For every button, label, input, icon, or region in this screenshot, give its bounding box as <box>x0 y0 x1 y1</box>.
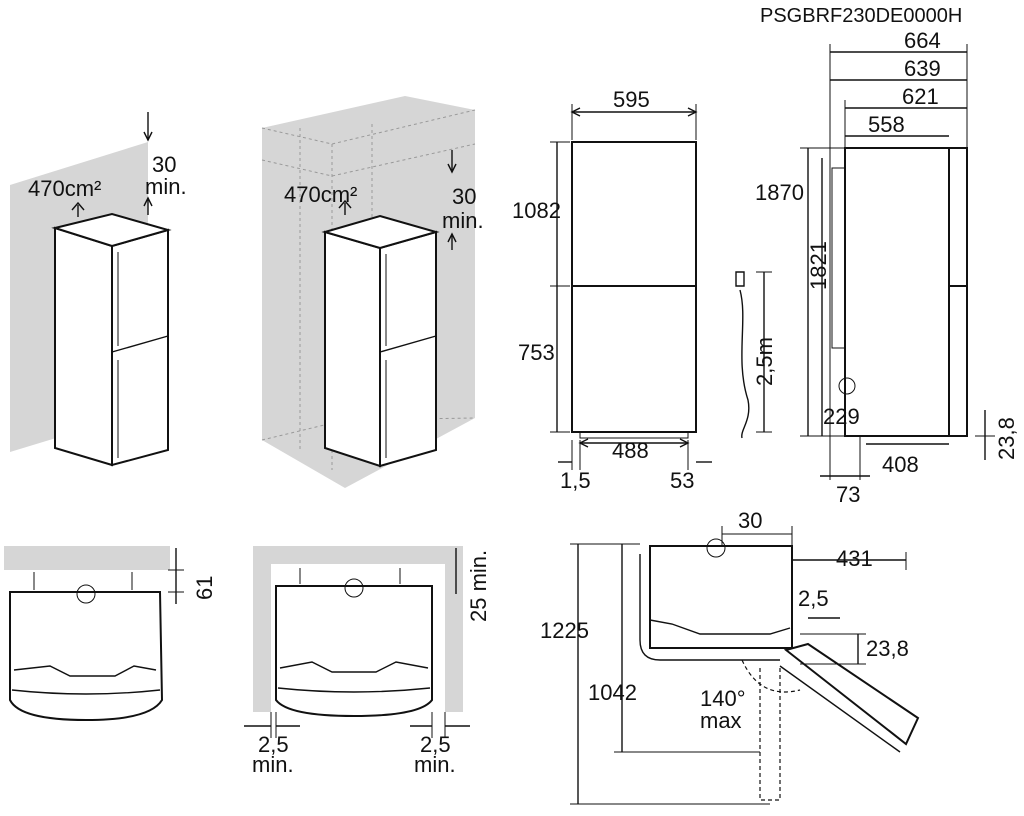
side-depth-558: 558 <box>868 112 905 137</box>
swing-plug-icon <box>706 538 726 558</box>
niche-left-wall <box>253 546 271 712</box>
niche-right-gap: 2,5 <box>420 732 451 757</box>
side-plug-icon <box>838 377 856 395</box>
front-right-offset: 53 <box>670 468 694 493</box>
niche-left-min: min. <box>252 752 294 777</box>
iso-niche-view: 470cm² 30 min. <box>261 96 484 488</box>
swing-total-1225: 1225 <box>540 618 589 643</box>
side-rear-condenser <box>831 167 846 349</box>
swing-width-431: 431 <box>836 546 873 571</box>
swing-angle-max: max <box>700 708 742 733</box>
swing-door-open <box>783 642 920 746</box>
top-left-body <box>9 591 164 722</box>
front-left-offset: 1,5 <box>560 468 591 493</box>
niche-top-wall <box>253 546 463 564</box>
iso-niche-gap-min: min. <box>442 208 484 233</box>
side-foot-height: 23,8 <box>994 417 1019 460</box>
front-width: 595 <box>613 87 650 112</box>
fridge-top <box>51 212 172 248</box>
iso-freestanding-view: 470cm² 30 min. <box>10 112 187 467</box>
fridge-side <box>54 226 113 467</box>
niche-top-gap: 25 min. <box>466 550 491 622</box>
front-lower-door <box>571 285 697 433</box>
side-depth-639: 639 <box>904 56 941 81</box>
iso-niche-area: 470cm² <box>284 182 357 207</box>
swing-body <box>649 545 793 649</box>
top-view-niche: 25 min. 2,5 min. 2,5 min. <box>244 546 491 777</box>
niche-right-wall <box>445 546 463 712</box>
side-offset-408: 408 <box>882 452 919 477</box>
swing-gap-2-5: 2,5 <box>798 586 829 611</box>
side-door-lower <box>948 285 968 437</box>
swing-inner-1042: 1042 <box>588 680 637 705</box>
front-view: 595 1082 753 488 1,5 53 2,5m <box>512 87 777 493</box>
top-view-freestanding: 61 <box>4 546 217 722</box>
cable-length: 2,5m <box>752 337 777 386</box>
top-left-gap: 61 <box>192 576 217 600</box>
niche-fridge-side <box>324 230 381 468</box>
niche-top-body <box>275 585 433 718</box>
top-left-plug-icon <box>76 584 96 604</box>
model-code: PSGBRF230DE0000H <box>760 5 962 27</box>
side-offset-229: 229 <box>823 404 860 429</box>
top-left-wall <box>4 546 170 570</box>
niche-vent-arrow-icon <box>338 199 352 215</box>
swing-top-gap: 30 <box>738 508 762 533</box>
iso-niche-gap-value: 30 <box>452 184 476 209</box>
iso-left-gap-value: 30 <box>152 152 176 177</box>
iso-left-area: 470cm² <box>28 176 101 201</box>
front-base-width: 488 <box>612 438 649 463</box>
plug-icon <box>735 271 745 287</box>
side-offset-73: 73 <box>836 482 860 507</box>
side-view: 664 639 621 558 1870 1821 229 408 73 23,… <box>755 28 1019 507</box>
door-split <box>111 335 169 353</box>
niche-left-gap: 2,5 <box>258 732 289 757</box>
niche-fridge-top <box>321 214 440 250</box>
side-door-upper <box>948 147 968 287</box>
front-upper-height: 1082 <box>512 198 561 223</box>
front-upper-door <box>571 141 697 287</box>
side-depth-664: 664 <box>904 28 941 53</box>
side-total-height: 1870 <box>755 180 804 205</box>
side-depth-621: 621 <box>902 84 939 109</box>
swing-angle: 140° <box>700 686 746 711</box>
niche-right-min: min. <box>414 752 456 777</box>
iso-left-gap-min: min. <box>145 174 187 199</box>
front-lower-height: 753 <box>518 340 555 365</box>
door-swing-view: 30 431 2,5 23,8 1225 1042 140° max <box>540 508 920 805</box>
swing-offset-23-8: 23,8 <box>866 636 909 661</box>
power-cable <box>739 289 750 439</box>
side-body <box>844 147 950 437</box>
vent-arrow-icon <box>71 201 85 217</box>
side-inner-height: 1821 <box>806 241 831 290</box>
fridge-front <box>111 228 169 467</box>
niche-top-plug-icon <box>344 578 364 598</box>
swing-door-closed-outline <box>759 668 781 801</box>
